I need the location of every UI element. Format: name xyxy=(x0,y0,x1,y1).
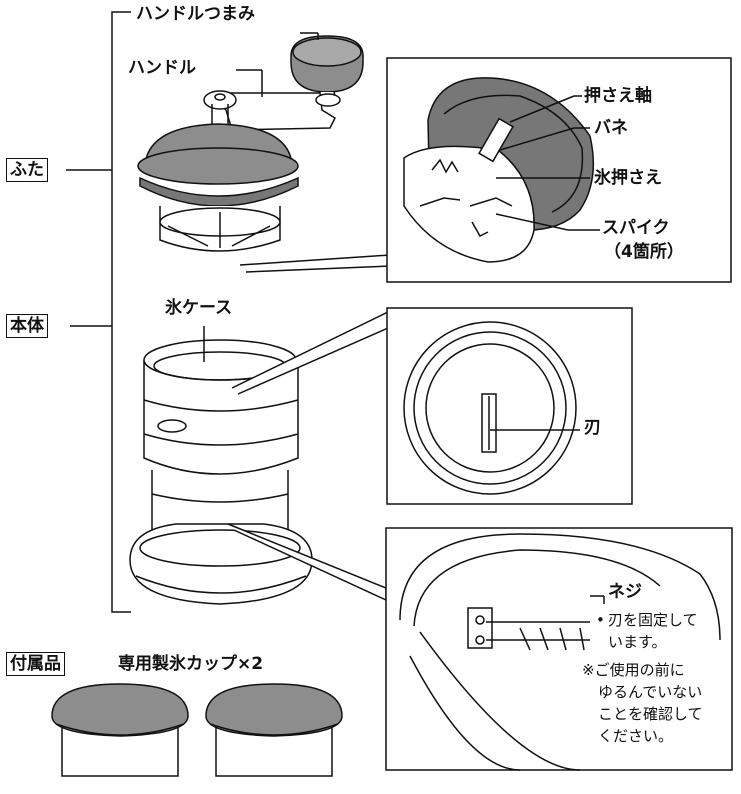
handle-drawing xyxy=(203,90,341,131)
screw-label: ネジ xyxy=(608,582,642,602)
bracket-lines xyxy=(66,11,131,613)
warning-line4: ください。 xyxy=(598,727,674,745)
accessory-box-label: 付属品 xyxy=(6,652,65,676)
lid-box-label: ふた xyxy=(6,158,48,182)
body-box-label: 本体 xyxy=(6,314,48,338)
inset-lid-leaders xyxy=(495,95,600,231)
screw-bullet: • xyxy=(596,611,605,629)
lid-drawing xyxy=(137,123,299,252)
ice-press-label: 氷押さえ xyxy=(594,168,662,188)
spike-count-label: （4箇所） xyxy=(604,242,684,262)
ice-case-label: 氷ケース xyxy=(165,298,233,318)
spike-label: スパイク xyxy=(602,218,670,238)
ice-press-drawing xyxy=(403,77,595,263)
cups-drawing xyxy=(51,683,343,777)
warning-line2: ゆるんでいない xyxy=(598,683,703,701)
blade-drawing xyxy=(403,321,577,495)
shaft-label: 押さえ軸 xyxy=(584,86,652,106)
blade-label: 刃 xyxy=(584,418,601,438)
warning-line3: ことを確認して xyxy=(598,705,703,723)
handle-label: ハンドル xyxy=(128,58,196,78)
handle-knob-label: ハンドルつまみ xyxy=(136,4,255,24)
main-body-drawing xyxy=(129,339,313,605)
screw-drawing xyxy=(399,533,721,771)
accessory-desc: 専用製氷カップ×2 xyxy=(118,654,264,674)
spring-label: バネ xyxy=(594,118,628,138)
warning-line1: ※ご使用の前に xyxy=(582,661,685,679)
screw-desc-line1: 刃を固定して xyxy=(608,611,698,629)
screw-desc-line2: います。 xyxy=(608,633,667,651)
